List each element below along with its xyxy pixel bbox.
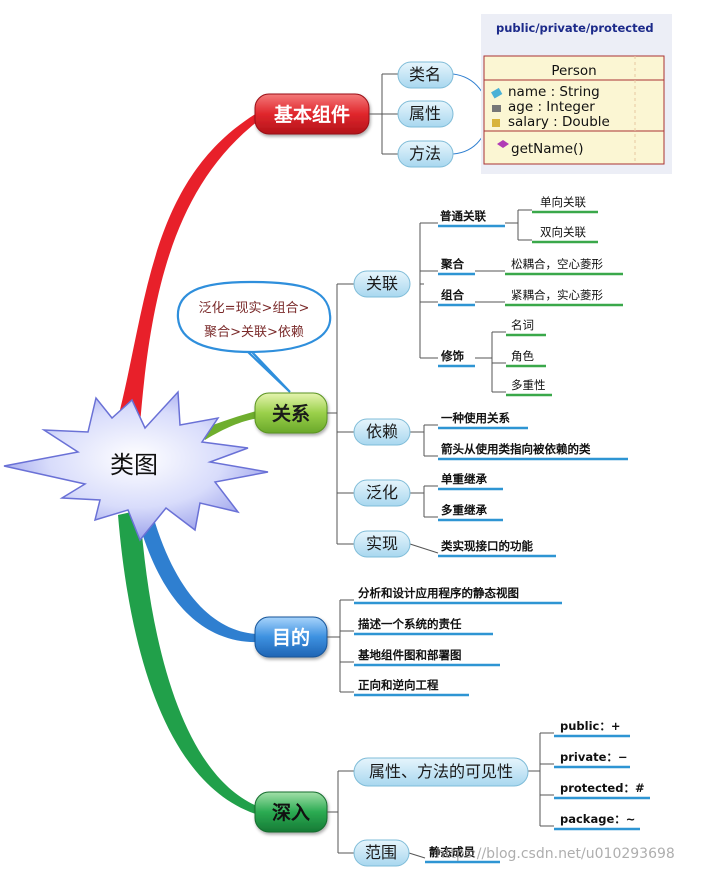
leaf-single-inherit: 单重继承 (441, 472, 487, 486)
leaf-normal-association: 普通关联 (440, 209, 486, 223)
pills (353, 61, 529, 867)
leaf-decoration: 修饰 (440, 349, 464, 363)
protected-icon (492, 119, 500, 127)
pill-attributes[interactable] (397, 100, 454, 128)
pill-association-label: 关联 (366, 274, 398, 293)
uml-class-name: Person (551, 63, 596, 79)
uml-attr-1: name : String (508, 84, 600, 100)
connectors (327, 73, 554, 859)
pill-realization[interactable] (353, 530, 411, 558)
uml-attr-2: age : Integer (508, 99, 595, 115)
pill-generalization[interactable] (353, 479, 411, 507)
pill-attributes-label: 属性 (409, 104, 441, 123)
uml-class-figure: public/private/protected Person name : S… (481, 14, 672, 174)
uml-attr-3: salary : Double (508, 114, 610, 130)
pill-methods[interactable] (397, 140, 454, 168)
leaf-multi-inherit: 多重继承 (441, 503, 487, 517)
callout-bubble (176, 280, 332, 393)
leaf-interface: 类实现接口的功能 (441, 539, 533, 553)
leaf-role: 角色 (511, 349, 534, 363)
leaf-private: private：− (560, 750, 628, 764)
key-icon (492, 105, 501, 112)
leaf-underlines (354, 210, 650, 864)
leaf-arrow: 箭头从使用类指向被依赖的类 (441, 442, 591, 456)
leaf-noun: 名词 (511, 318, 534, 332)
pill-visibility[interactable] (353, 757, 529, 787)
leaf-purpose-2: 描述一个系统的责任 (358, 617, 462, 631)
central-star (3, 390, 269, 542)
topic-basic-label: 基本组件 (273, 103, 350, 126)
pill-association[interactable] (353, 270, 411, 298)
callout-line2: 聚合>关联>依赖 (204, 325, 304, 340)
method-icon (497, 140, 509, 148)
topic-relations-label: 关系 (272, 402, 310, 425)
leaf-public: public：+ (560, 719, 621, 733)
pill-dependency[interactable] (353, 418, 411, 446)
leaf-multiplicity: 多重性 (511, 378, 546, 392)
leaf-purpose-3: 基地组件图和部署图 (357, 648, 462, 662)
leaf-composition: 组合 (441, 288, 464, 302)
leaf-static-member: 静态成员 (429, 845, 475, 859)
leaf-one-way: 单向关联 (540, 195, 586, 209)
leaf-aggregation: 聚合 (440, 257, 464, 271)
callout-line1: 泛化=现实>组合> (199, 301, 310, 316)
leaf-purpose-1: 分析和设计应用程序的静态视图 (358, 586, 519, 600)
pill-scope-label: 范围 (365, 843, 397, 862)
pill-realization-label: 实现 (366, 534, 398, 553)
central-label: 类图 (110, 451, 158, 479)
branch-darkgreen (118, 510, 262, 816)
watermark: https://blog.csdn.net/u010293698 (436, 846, 675, 862)
leaf-purpose-4: 正向和逆向工程 (358, 678, 439, 692)
topic-deeper-label: 深入 (272, 801, 310, 824)
leaf-protected: protected：# (560, 781, 645, 795)
pill-scope[interactable] (353, 839, 410, 867)
branch-red (118, 110, 262, 425)
topic-purpose-label: 目的 (272, 626, 310, 649)
pill-methods-label: 方法 (409, 144, 441, 163)
leaf-composition-note: 紧耦合，实心菱形 (511, 288, 603, 302)
pill-visibility-label: 属性、方法的可见性 (369, 762, 513, 781)
uml-header: public/private/protected (496, 21, 654, 35)
uml-method-1: getName() (511, 141, 584, 157)
pill-class-name-label: 类名 (409, 65, 441, 84)
pill-dependency-label: 依赖 (366, 422, 398, 441)
pill-generalization-label: 泛化 (366, 483, 398, 502)
leaf-usage: 一种使用关系 (441, 411, 510, 425)
lock-icon (491, 87, 503, 99)
leaf-aggregation-note: 松耦合，空心菱形 (511, 257, 603, 271)
pill-class-name[interactable] (397, 61, 454, 89)
leaf-package: package：~ (560, 812, 635, 826)
leaf-two-way: 双向关联 (540, 225, 586, 239)
branch-green (200, 410, 260, 440)
